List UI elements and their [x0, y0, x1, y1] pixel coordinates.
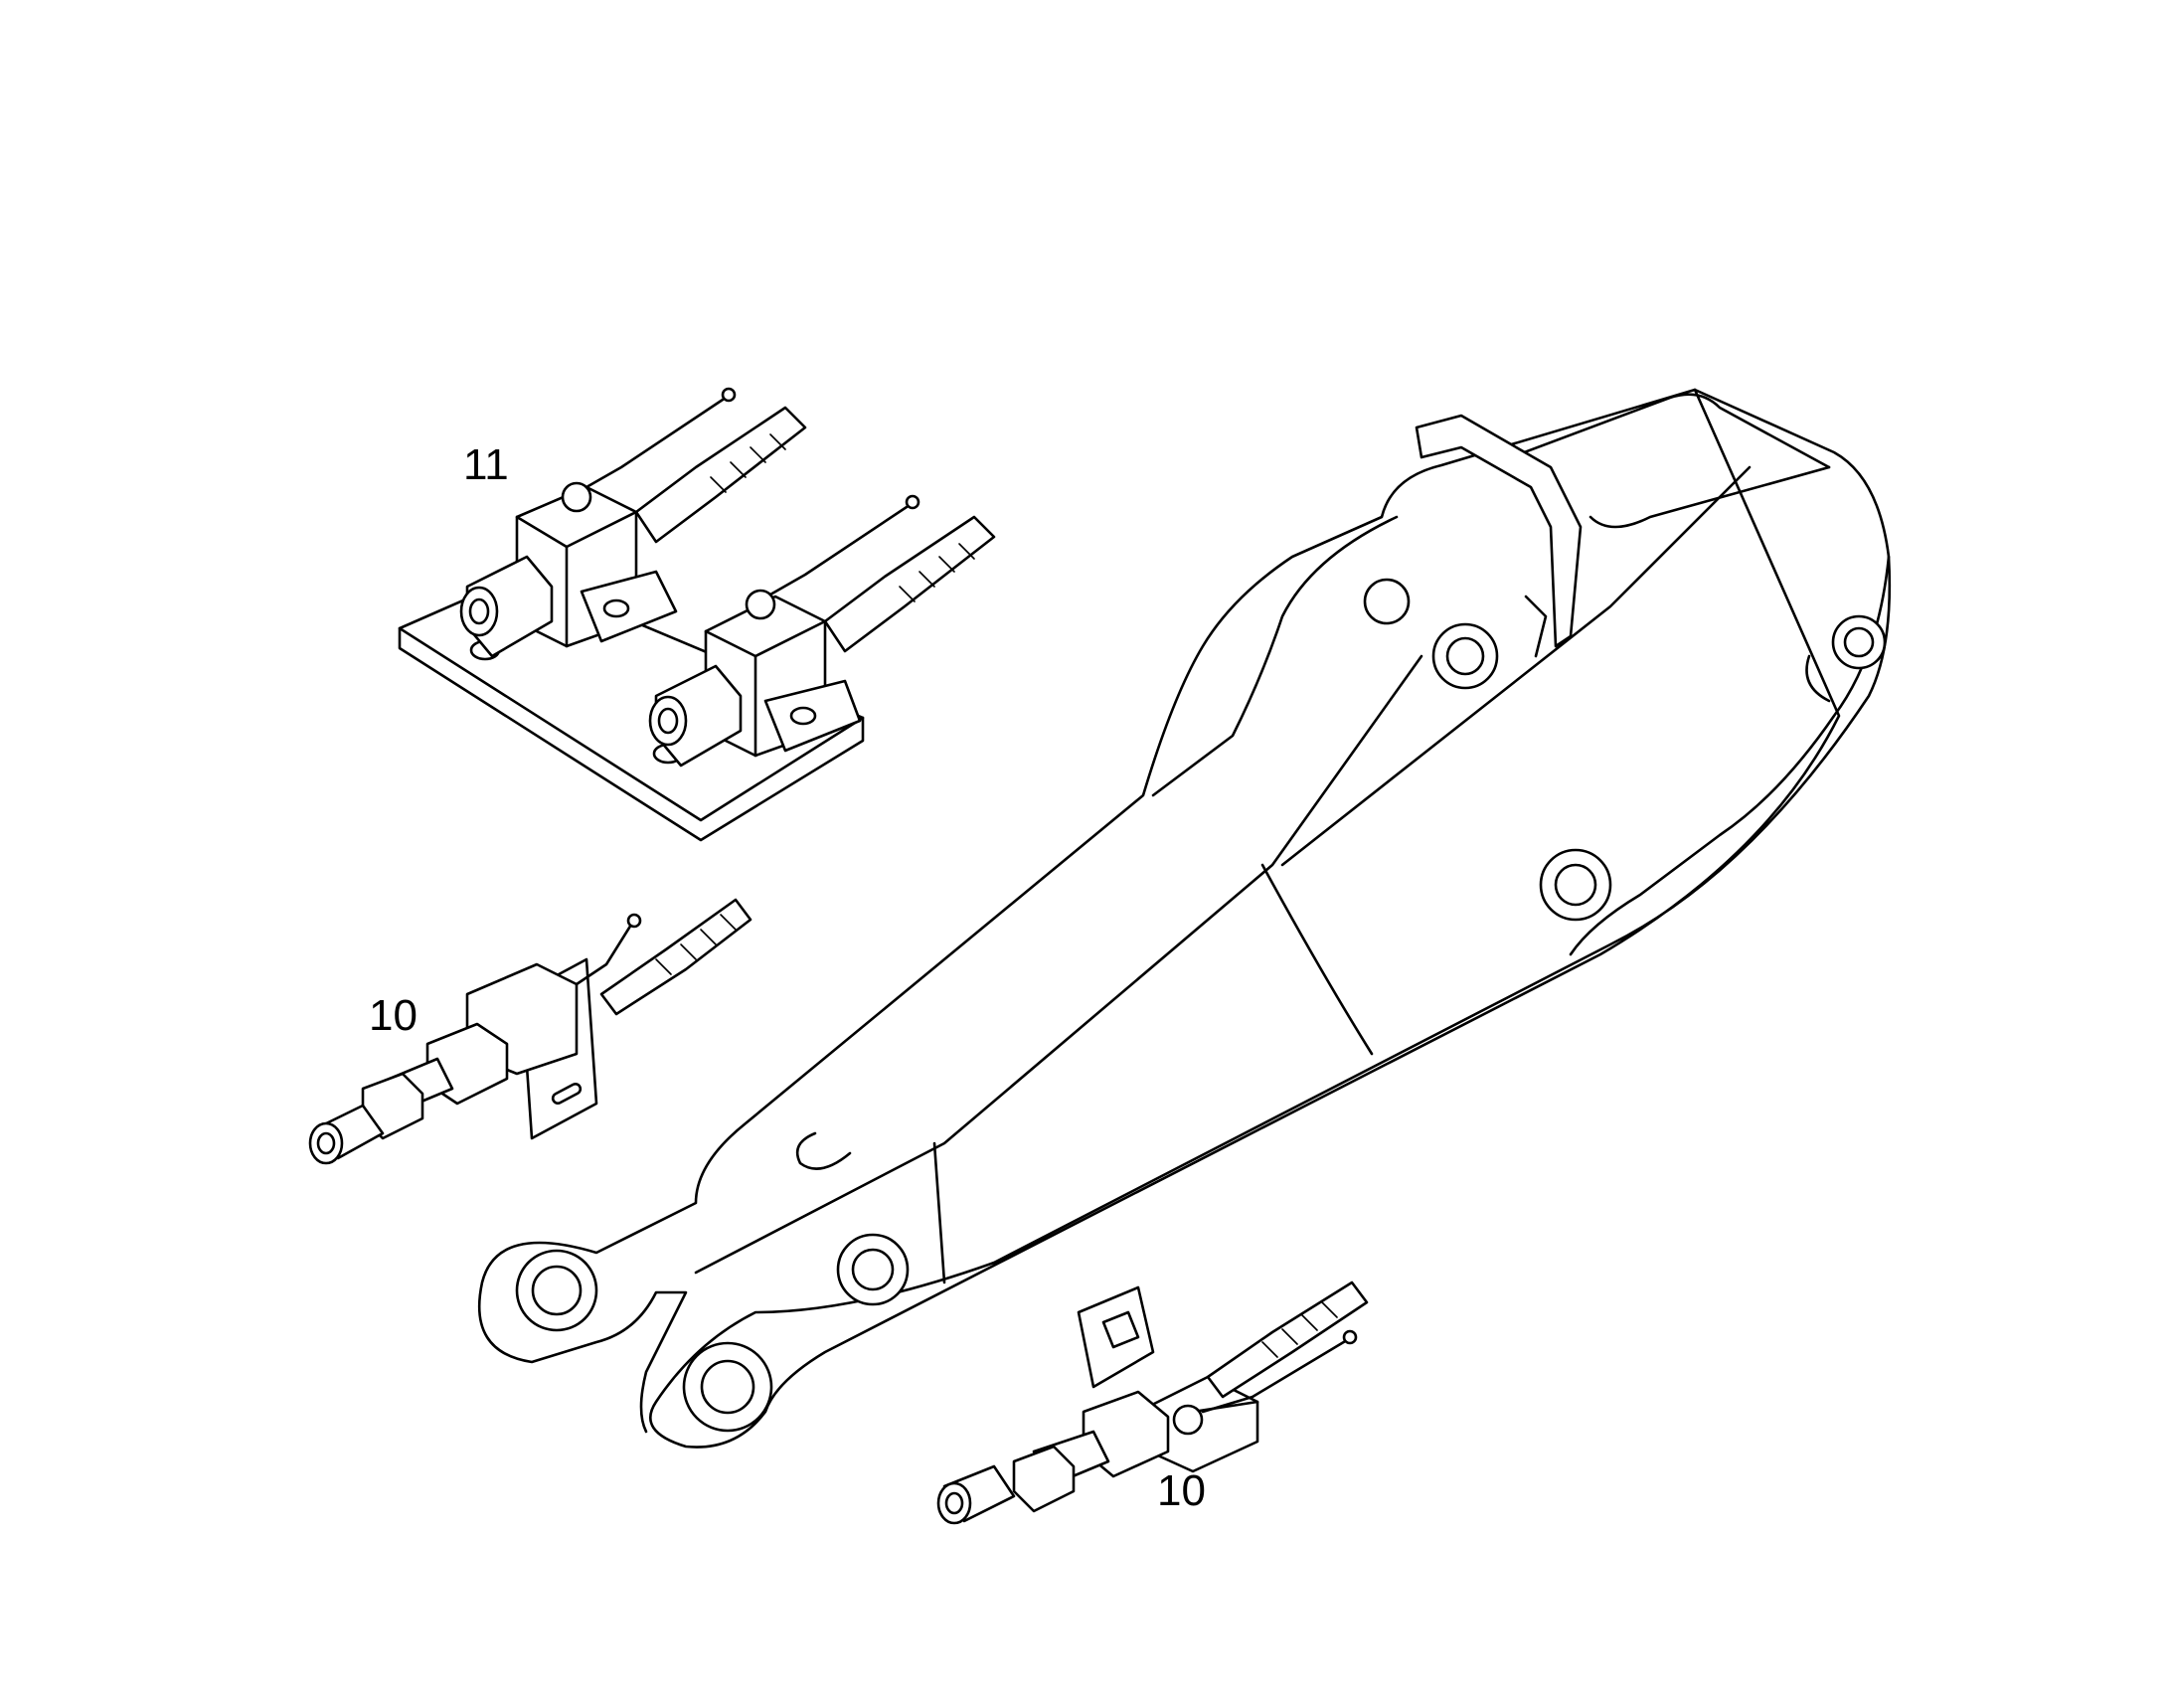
callout-10-left: 10	[369, 991, 418, 1040]
callout-10-bottom: 10	[1157, 1466, 1206, 1515]
valve-left-assembly	[308, 898, 752, 1165]
callout-11: 11	[463, 440, 509, 489]
excavator-arm	[477, 388, 1892, 1449]
valve-pair-assembly	[398, 387, 996, 842]
valve-bottom-assembly	[936, 1281, 1369, 1525]
